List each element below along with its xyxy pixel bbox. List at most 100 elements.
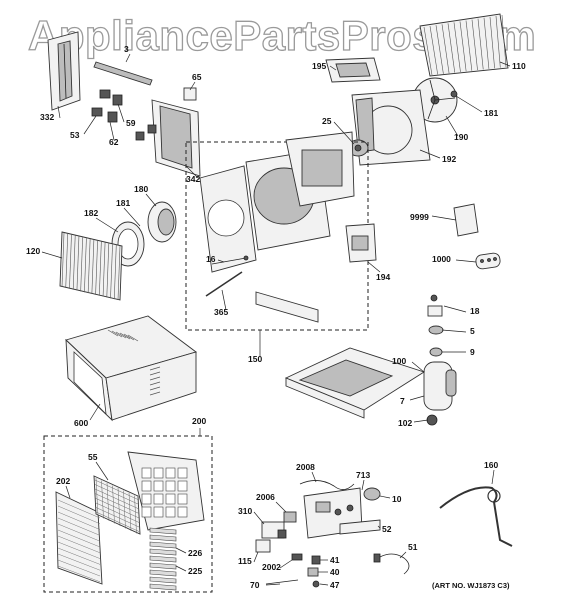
top-bar-part[interactable]	[93, 61, 153, 86]
leader-line	[419, 149, 441, 159]
louver	[149, 534, 177, 542]
clip-65[interactable]	[183, 87, 197, 101]
leader-line	[445, 115, 459, 137]
leader-line	[399, 551, 407, 559]
part-label: 160	[484, 460, 498, 470]
grille-opening	[153, 480, 164, 492]
part-label: 2002	[262, 562, 281, 572]
grille-frame[interactable]	[127, 451, 205, 531]
leader-line	[125, 53, 131, 63]
hub-181[interactable]	[450, 90, 458, 98]
louver	[149, 541, 177, 549]
leader-line	[319, 583, 329, 586]
leader-line	[311, 471, 317, 483]
vent-slot	[107, 329, 119, 337]
part-52[interactable]	[339, 519, 381, 535]
front-panel-202[interactable]	[55, 491, 103, 585]
panel-slat	[57, 541, 101, 559]
vent-slot	[123, 333, 135, 341]
leader-line	[217, 259, 225, 263]
manual-9999[interactable]	[453, 203, 479, 237]
filter-mesh-line	[101, 480, 104, 519]
coil-fin	[117, 245, 121, 301]
part-label: 202	[56, 476, 70, 486]
leader-line	[431, 215, 457, 221]
grille-opening	[141, 467, 152, 479]
scroll-housing[interactable]	[199, 131, 355, 273]
leader-line	[377, 525, 381, 529]
coil-fin	[106, 243, 110, 298]
remote-control-1000[interactable]	[475, 252, 501, 270]
filter-mesh-line	[94, 479, 140, 501]
leader-line	[57, 105, 61, 119]
filter-55[interactable]	[93, 475, 141, 535]
leader-line	[221, 289, 227, 311]
grille-opening	[165, 506, 176, 518]
grille-opening	[165, 493, 176, 505]
panel-slat	[57, 529, 101, 548]
filter-mesh-line	[106, 482, 110, 522]
leader-line	[409, 395, 425, 401]
curtain-frame-right[interactable]	[151, 99, 201, 177]
panel-slat	[57, 505, 101, 525]
art-number: (ART NO. WJ1873 C3)	[432, 581, 510, 590]
part-16[interactable]	[211, 255, 249, 265]
condenser-coil-110[interactable]	[419, 13, 509, 77]
louver	[149, 562, 177, 570]
top-cover-195[interactable]	[325, 57, 381, 83]
wire-51[interactable]	[373, 553, 410, 575]
part-label: 365	[214, 307, 228, 317]
leader-line	[441, 329, 467, 333]
coil-fin	[489, 16, 495, 69]
grille-opening	[165, 480, 176, 492]
leader-line	[253, 551, 259, 563]
small-parts-115[interactable]	[255, 539, 271, 553]
leader-line	[379, 495, 391, 499]
blower-wheel-180[interactable]	[147, 201, 177, 243]
coil-fin	[423, 26, 433, 76]
bracket-194[interactable]	[345, 223, 377, 263]
compressor-parts[interactable]	[423, 294, 457, 426]
brackets-59-62[interactable]	[91, 89, 123, 123]
part-label: 102	[398, 418, 412, 428]
curtain-frame-left[interactable]	[47, 31, 81, 111]
leader-line	[123, 207, 141, 227]
part-label: 115	[238, 556, 252, 566]
part-label: 180	[134, 184, 148, 194]
part-label: 9999	[410, 212, 429, 222]
part-label: 342	[186, 174, 200, 184]
tube-160[interactable]	[439, 486, 513, 547]
part-label: 5	[470, 326, 475, 336]
coil-fin	[69, 234, 72, 289]
cabinet-600[interactable]	[65, 315, 197, 422]
part-label: 62	[109, 137, 119, 147]
leader-line	[65, 485, 71, 499]
parts-2002-70-47[interactable]	[265, 553, 321, 588]
filter-mesh-line	[94, 506, 140, 528]
boards-2006-310[interactable]	[261, 511, 297, 539]
brackets-342[interactable]	[135, 124, 157, 141]
coil-fin	[471, 19, 478, 71]
leader-line	[361, 479, 365, 491]
harness-2008[interactable]	[299, 480, 355, 490]
drain-pan-bar[interactable]	[255, 291, 319, 323]
orifice-shroud-192[interactable]	[351, 89, 431, 166]
louver	[149, 527, 177, 535]
coil-fin	[447, 23, 456, 73]
part-label: 16	[206, 254, 216, 264]
evaporator-coil-120[interactable]	[59, 231, 123, 301]
louver	[149, 583, 177, 591]
panel-slat	[57, 565, 101, 583]
coil-fin	[429, 26, 438, 75]
vent-slot	[149, 381, 161, 386]
grille-opening	[153, 467, 164, 479]
louvers-226-225[interactable]	[149, 527, 177, 591]
leader-line	[89, 403, 101, 421]
base-pan[interactable]	[284, 347, 426, 419]
tube-365[interactable]	[205, 271, 243, 297]
part-label: 65	[192, 72, 202, 82]
part-10[interactable]	[363, 487, 381, 501]
grille-opening	[141, 506, 152, 518]
part-label: 47	[330, 580, 340, 590]
coil-fin	[76, 236, 80, 291]
